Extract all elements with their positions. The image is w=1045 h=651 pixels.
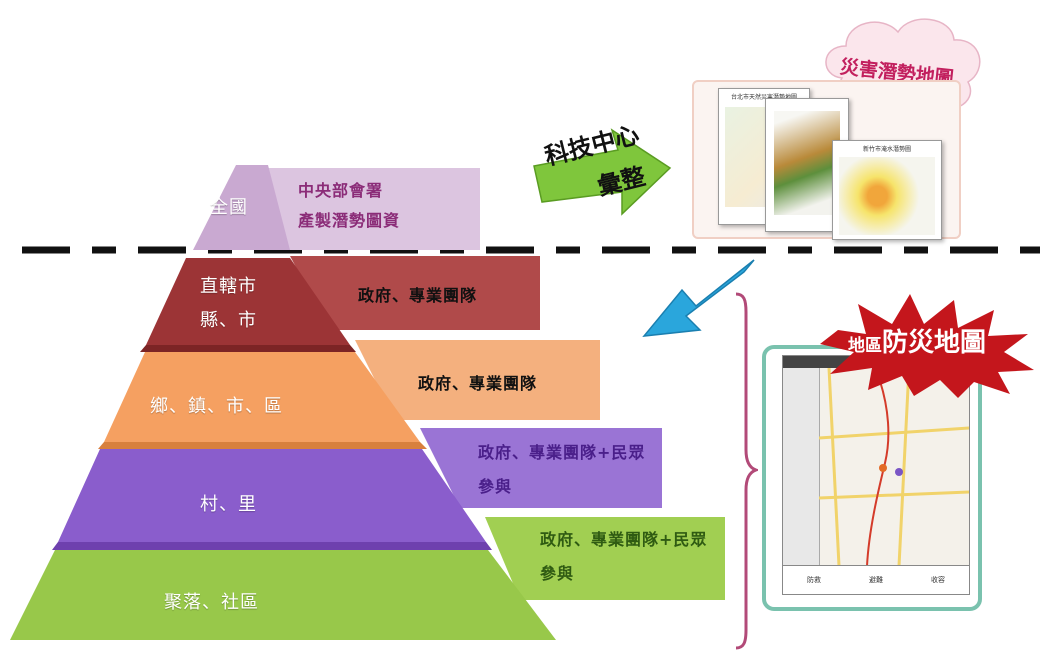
caption-line: 產製潛勢圖資 <box>298 211 401 230</box>
local-map-screen: 災害 防救 避難 收容 <box>782 355 970 595</box>
tier-community-caption-box <box>485 517 725 600</box>
tier-national-caption: 中央部會署 產製潛勢圖資 <box>298 176 400 236</box>
legend-item: 避難 <box>869 576 883 584</box>
sheet-1-title: 台北市天然災害潛勢地圖 <box>730 94 797 101</box>
hazard-map-sheet-3: 新竹市淹水潛勢圖 <box>832 140 942 240</box>
tier-township-caption-box <box>355 340 600 420</box>
tier-community-label: 聚落、社區 <box>164 592 259 613</box>
blue-down-arrow <box>642 259 755 337</box>
burst-main: 防災地圖 <box>882 328 987 358</box>
tier-township-caption: 政府、專業團隊 <box>418 374 538 393</box>
map-legend-bar: 防救 避難 收容 <box>783 565 969 594</box>
map-side-panel <box>783 368 820 566</box>
tier-village-label: 村、里 <box>200 494 257 515</box>
tier-village-caption: 政府、專業團隊+民眾參與 <box>478 443 646 496</box>
tier-national-caption-box <box>240 168 480 250</box>
label-line: 直轄市 <box>200 276 257 297</box>
tier-city-label: 直轄市 縣、市 <box>200 270 257 338</box>
tier-city-caption: 政府、專業團隊 <box>358 286 478 305</box>
tier-township-shape <box>104 352 420 442</box>
tier-city-shape <box>146 258 350 345</box>
tier-township-label: 鄉、鎮、市、區 <box>150 396 283 417</box>
tier-national-shape <box>193 165 290 250</box>
hazard-map-sheet-2 <box>765 98 849 232</box>
tier-community-shape <box>10 550 556 640</box>
tier-national-label: 全國 <box>210 197 248 218</box>
red-burst <box>820 294 1034 398</box>
label-line: 縣、市 <box>200 310 257 331</box>
map-roads <box>819 368 969 566</box>
burst-prefix: 地區 <box>848 336 882 356</box>
tier-village-shape <box>58 449 486 542</box>
legend-item: 防救 <box>807 576 821 584</box>
burst-text: 地區防災地圖 <box>848 322 986 359</box>
tier-city-caption-box <box>290 256 540 330</box>
tier-village-caption-box <box>420 428 662 508</box>
sheet-3-title: 新竹市淹水潛勢圖 <box>862 146 911 153</box>
caption-line: 中央部會署 <box>298 181 384 200</box>
range-bracket <box>735 292 758 650</box>
tier-community-caption: 政府、專業團隊+民眾參與 <box>540 530 708 583</box>
legend-item: 收容 <box>931 576 945 584</box>
tech-center-arrow <box>533 128 672 216</box>
